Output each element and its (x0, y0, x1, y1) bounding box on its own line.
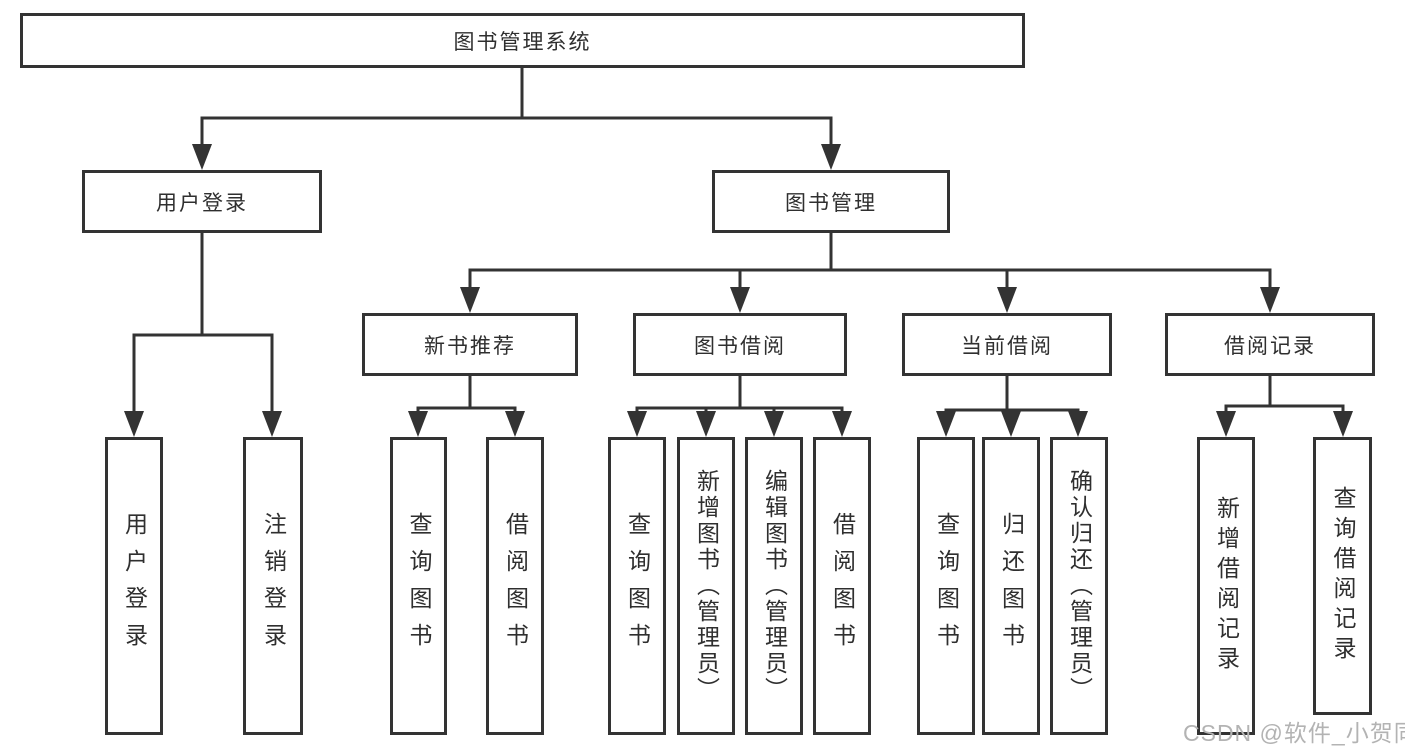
connector-book-mgmt (468, 231, 1272, 291)
arrow-down-icon (460, 287, 480, 313)
connector-borrow-records (1224, 374, 1345, 415)
connector-root (200, 66, 833, 148)
node-book-management: 图书管理 (712, 170, 950, 233)
leaf-borrow-books-2: 借阅图书 (813, 437, 871, 735)
arrow-down-icon (408, 411, 428, 437)
arrow-down-icon (997, 287, 1017, 313)
leaf-query-books-1-label: 查询图书 (406, 512, 432, 660)
connector-current-borrow (944, 374, 1080, 415)
node-book-management-label: 图书管理 (785, 191, 877, 215)
arrowheads (124, 144, 1353, 437)
leaf-query-books-2-label: 查询图书 (624, 512, 651, 660)
leaf-query-books-3-label: 查询图书 (933, 512, 960, 660)
leaf-borrow-books-1-label: 借阅图书 (502, 512, 529, 660)
node-root-label: 图书管理系统 (453, 30, 592, 54)
arrow-down-icon (192, 144, 212, 170)
node-current-borrowing-label: 当前借阅 (961, 334, 1053, 358)
arrow-down-icon (1333, 411, 1353, 437)
leaf-borrow-books-2-label: 借阅图书 (829, 512, 856, 660)
node-user-login: 用户登录 (82, 170, 322, 233)
leaf-edit-books-admin: 编辑图书（管理员） (745, 437, 803, 735)
csdn-watermark: CSDN @软件_小贺同学 (1183, 720, 1405, 746)
connector-book-borrow (635, 374, 844, 415)
leaf-add-books-admin-label: 新增图书（管理员） (693, 469, 720, 703)
arrow-down-icon (821, 144, 841, 170)
leaf-edit-books-admin-label: 编辑图书（管理员） (761, 469, 788, 703)
connector-new-books (416, 374, 517, 415)
arrow-down-icon (1068, 411, 1088, 437)
arrow-down-icon (1216, 411, 1236, 437)
arrow-down-icon (505, 411, 525, 437)
leaf-return-books: 归还图书 (982, 437, 1040, 735)
leaf-logout-label: 注销登录 (260, 512, 287, 660)
connector-user-login (132, 231, 274, 415)
leaf-query-books-1: 查询图书 (390, 437, 447, 735)
leaf-borrow-books-1: 借阅图书 (486, 437, 544, 735)
arrow-down-icon (832, 411, 852, 437)
arrow-down-icon (262, 411, 282, 437)
leaf-user-login: 用户登录 (105, 437, 163, 735)
arrow-down-icon (730, 287, 750, 313)
leaf-user-login-label: 用户登录 (121, 512, 148, 660)
arrow-down-icon (1260, 287, 1280, 313)
arrow-down-icon (124, 411, 144, 437)
node-new-book-recommend-label: 新书推荐 (424, 334, 516, 358)
node-user-login-label: 用户登录 (156, 191, 248, 215)
node-new-book-recommend: 新书推荐 (362, 313, 578, 376)
node-book-borrowing: 图书借阅 (633, 313, 847, 376)
node-root: 图书管理系统 (20, 13, 1025, 68)
leaf-logout: 注销登录 (243, 437, 303, 735)
node-borrowing-records-label: 借阅记录 (1224, 334, 1316, 358)
leaf-query-borrow-record-label: 查询借阅记录 (1330, 486, 1356, 666)
leaf-confirm-return-admin-label: 确认归还（管理员） (1066, 469, 1093, 703)
node-book-borrowing-label: 图书借阅 (694, 334, 786, 358)
arrow-down-icon (764, 411, 784, 437)
leaf-return-books-label: 归还图书 (998, 512, 1025, 660)
arrow-down-icon (627, 411, 647, 437)
leaf-add-borrow-record: 新增借阅记录 (1197, 437, 1255, 735)
arrow-down-icon (936, 411, 956, 437)
leaf-query-books-3: 查询图书 (917, 437, 975, 735)
node-current-borrowing: 当前借阅 (902, 313, 1112, 376)
leaf-add-borrow-record-label: 新增借阅记录 (1213, 496, 1240, 676)
leaf-confirm-return-admin: 确认归还（管理员） (1050, 437, 1108, 735)
leaf-query-borrow-record: 查询借阅记录 (1313, 437, 1372, 715)
node-borrowing-records: 借阅记录 (1165, 313, 1375, 376)
leaf-add-books-admin: 新增图书（管理员） (677, 437, 735, 735)
arrow-down-icon (696, 411, 716, 437)
arrow-down-icon (1001, 411, 1021, 437)
leaf-query-books-2: 查询图书 (608, 437, 666, 735)
